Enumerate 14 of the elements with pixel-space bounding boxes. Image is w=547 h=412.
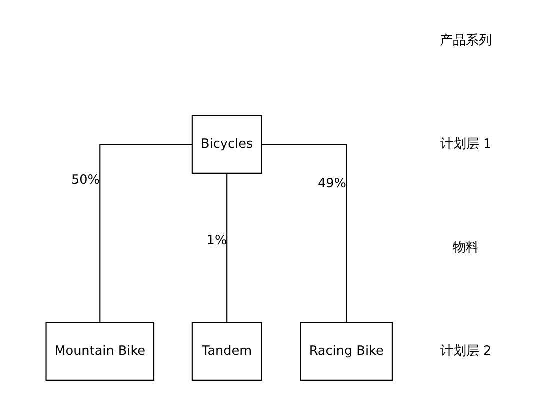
edge-label: 49% bbox=[318, 176, 346, 192]
node-box: Bicycles bbox=[192, 115, 262, 174]
label: 物料 bbox=[453, 240, 480, 256]
node-box: Mountain Bike bbox=[46, 322, 155, 381]
edge-label: 50% bbox=[72, 172, 100, 188]
connector bbox=[262, 144, 348, 322]
node-box: Tandem bbox=[192, 322, 262, 381]
node-box: Racing Bike bbox=[300, 322, 393, 381]
edge-label: 1% bbox=[206, 234, 228, 249]
label: 产品系列 bbox=[440, 33, 492, 48]
label: 计划层 1 bbox=[440, 136, 492, 152]
connector bbox=[226, 174, 228, 323]
connector bbox=[100, 144, 192, 322]
label: 计划层 2 bbox=[440, 344, 492, 359]
